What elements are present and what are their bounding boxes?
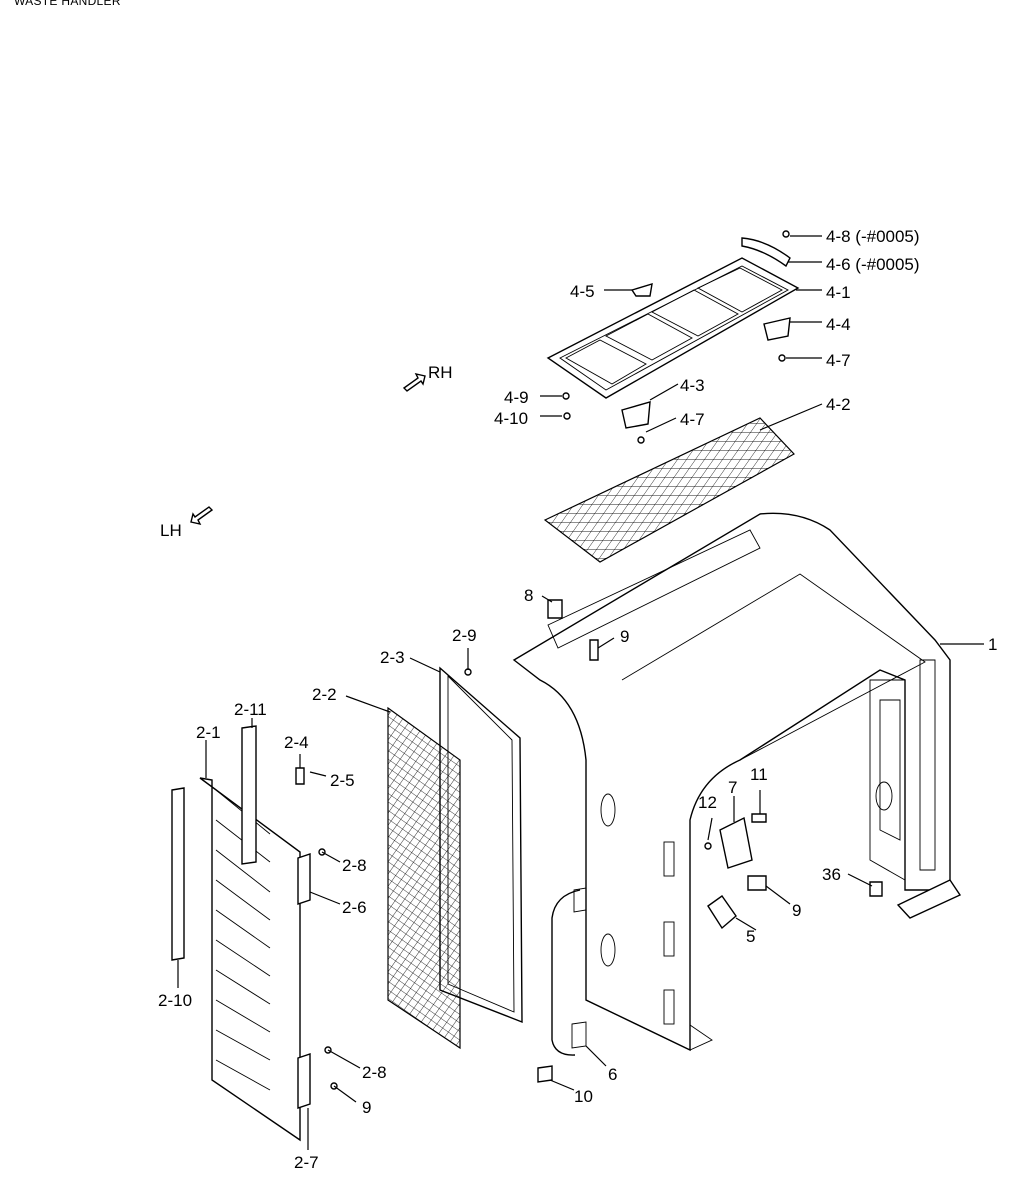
direction-label-lh: LH: [160, 521, 182, 540]
callout-36: 36: [822, 865, 841, 884]
callout-1: 1: [988, 635, 997, 654]
direction-lh-arrow-icon: [190, 506, 214, 526]
callout-2-3: 2-3: [380, 648, 405, 667]
callout-4-8: 4-8 (-#0005): [826, 227, 920, 246]
callout-6: 6: [608, 1065, 617, 1084]
callout-10: 10: [574, 1087, 593, 1106]
plate-5: [707, 895, 737, 930]
callout-4-3: 4-3: [680, 376, 705, 395]
callout-7: 7: [728, 778, 737, 797]
callout-4-7-upper: 4-7: [826, 351, 851, 370]
leader-lines: [177, 235, 984, 1150]
callout-2-7: 2-7: [294, 1153, 319, 1172]
callout-4-4: 4-4: [826, 315, 851, 334]
callout-labels: RH LH 4-8 (-#0005) 4-6 (-#0005) 4-5 4-1 …: [158, 227, 997, 1172]
callout-2-8-lower: 2-8: [362, 1063, 387, 1082]
document-header: WASTE HANDLER: [14, 0, 121, 8]
callout-5: 5: [746, 927, 755, 946]
callout-4-7-lower: 4-7: [680, 410, 705, 429]
knob-part: [630, 283, 653, 297]
callout-2-5: 2-5: [330, 771, 355, 790]
callout-2-1: 2-1: [196, 723, 221, 742]
callout-11: 11: [750, 765, 768, 784]
callout-8: 8: [524, 586, 533, 605]
main-housing: [512, 512, 962, 1083]
callout-2-9: 2-9: [452, 626, 477, 645]
callout-2-8-upper: 2-8: [342, 856, 367, 875]
filter-screen-grid: [543, 417, 795, 563]
bushing-8: [547, 599, 563, 619]
hinge-2-7: [297, 1053, 311, 1109]
callout-4-9: 4-9: [504, 388, 529, 407]
callout-9-upper: 9: [620, 627, 629, 646]
bracket-part-4-4: [763, 317, 791, 341]
callout-9-left: 9: [362, 1098, 371, 1117]
callout-12: 12: [698, 793, 717, 812]
housing-body: [512, 512, 951, 1052]
hinge-2-6: [297, 853, 311, 905]
callout-2-6: 2-6: [342, 898, 367, 917]
direction-rh-arrow-icon: [402, 372, 426, 392]
seal-strip-2-10: [171, 787, 185, 961]
callout-4-5: 4-5: [570, 282, 595, 301]
callout-2-10: 2-10: [158, 991, 192, 1010]
callout-2-4: 2-4: [284, 733, 309, 752]
louver-panel: [199, 777, 301, 1142]
bracket-part-4-3: [621, 401, 651, 429]
callout-4-10: 4-10: [494, 409, 528, 428]
latch-7: [719, 816, 753, 869]
callout-2-2: 2-2: [312, 685, 337, 704]
callout-9-right: 9: [792, 901, 801, 920]
grab-handle: [551, 889, 581, 1056]
seal-strip-2-11: [241, 725, 257, 865]
callout-4-6: 4-6 (-#0005): [826, 255, 920, 274]
callout-4-2: 4-2: [826, 395, 851, 414]
filter-frame-assembly: [543, 230, 800, 563]
callout-2-11: 2-11: [234, 700, 267, 719]
handle-part: [741, 237, 791, 268]
callout-4-1: 4-1: [826, 283, 851, 302]
side-panel-assembly: [171, 666, 523, 1142]
direction-label-rh: RH: [428, 363, 453, 382]
panel-mesh: [387, 706, 461, 1050]
